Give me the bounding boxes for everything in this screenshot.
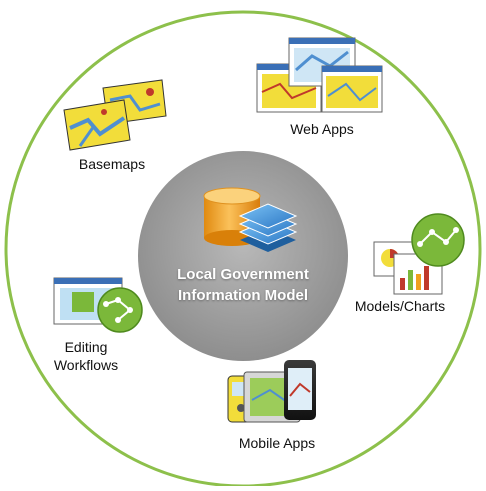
browser-windows-map-icon <box>256 37 383 113</box>
node-label-editing: Editing <box>64 339 108 355</box>
database-with-layers-icon <box>203 187 298 252</box>
node-label-basemaps: Basemaps <box>78 156 146 172</box>
node-label-mobile-apps: Mobile Apps <box>238 435 316 451</box>
layered-map-icon <box>63 79 167 151</box>
handheld-devices-icon <box>227 360 316 423</box>
node-label-workflows: Workflows <box>53 357 119 373</box>
center-disc <box>138 151 348 361</box>
editing-workflow-icon <box>53 277 143 333</box>
center-title-line2: Information Model <box>178 287 308 304</box>
node-label-models-charts: Models/Charts <box>354 298 446 314</box>
node-label-web-apps: Web Apps <box>290 121 354 137</box>
center-title-line1: Local Government <box>177 266 309 283</box>
chart-and-model-icon <box>373 213 465 295</box>
